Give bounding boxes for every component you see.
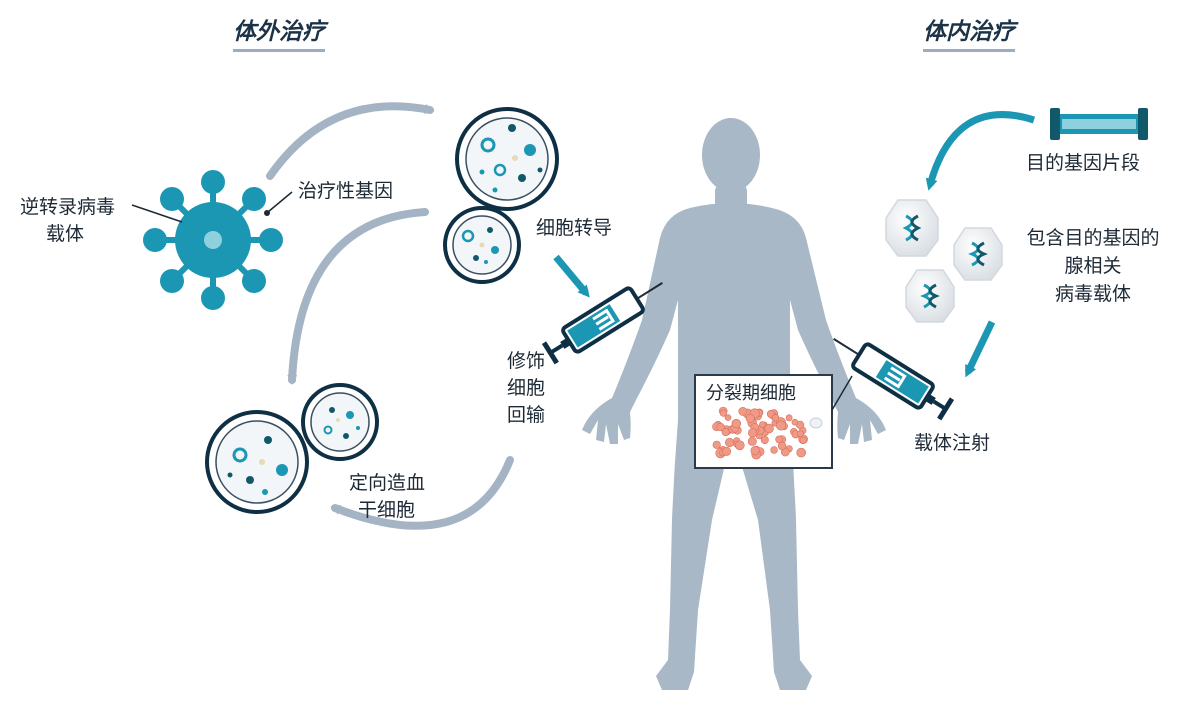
retrovirus-pointer xyxy=(131,204,183,223)
modified-cells-label-1: 修饰 xyxy=(507,350,546,372)
petri-dish-bottom-small xyxy=(301,383,379,461)
in-vivo-curved-arrow xyxy=(925,111,1036,191)
in-vivo-title: 体内治疗 xyxy=(923,12,1015,52)
dividing-cell xyxy=(797,430,804,438)
modified-cells-label-2: 细胞 xyxy=(507,377,546,399)
dividing-cell xyxy=(775,435,783,444)
aav-capsid-icons xyxy=(885,199,1003,323)
aav-label-3: 病毒载体 xyxy=(1054,283,1131,305)
dividing-cell xyxy=(731,418,741,429)
transduction-label: 细胞转导 xyxy=(536,217,613,239)
modified-cells-label-3: 回输 xyxy=(507,404,546,426)
injection-arrow xyxy=(964,320,996,378)
dividing-cell xyxy=(747,436,757,446)
syringe-right-icon xyxy=(833,338,955,421)
retroviral-vector-label-2: 载体 xyxy=(46,223,85,245)
dividing-cell xyxy=(791,418,799,426)
gene-fragment-icon xyxy=(1050,108,1148,140)
petri-dish-top-large xyxy=(455,107,559,211)
dividing-cells-cluster xyxy=(712,406,808,460)
dividing-cell xyxy=(734,440,745,451)
dividing-cell xyxy=(716,422,725,432)
dividing-cell xyxy=(721,427,730,436)
aav-label-2: 腺相关 xyxy=(1064,255,1122,277)
dividing-cell xyxy=(750,446,760,456)
therapeutic-gene-label: 治疗性基因 xyxy=(298,180,394,202)
vector-injection-label: 载体注射 xyxy=(914,432,991,454)
dividing-cell xyxy=(785,414,793,422)
dividing-cell xyxy=(745,413,755,423)
dividing-cell xyxy=(712,440,721,449)
dividing-cell xyxy=(777,441,787,451)
aav-label-1: 包含目的基因的 xyxy=(1026,227,1160,249)
dividing-cell xyxy=(764,423,774,434)
dividing-cell xyxy=(770,446,778,454)
petri-dish-bottom-large xyxy=(205,410,309,514)
dividing-cell xyxy=(722,446,732,456)
therapeutic-gene-pointer xyxy=(267,191,293,213)
transduction-arrow xyxy=(553,254,590,298)
dividing-cell xyxy=(799,436,807,444)
dividing-cell xyxy=(759,421,766,428)
dividing-cell xyxy=(719,409,727,417)
dividing-cell xyxy=(724,414,732,421)
dividing-cell xyxy=(771,414,780,422)
dividing-cells-label: 分裂期细胞 xyxy=(706,383,796,404)
dividing-cell xyxy=(760,435,769,444)
hsc-label-2: 干细胞 xyxy=(358,499,416,521)
dividing-cell xyxy=(738,406,748,416)
retroviral-vector-label-1: 逆转录病毒 xyxy=(20,196,116,218)
petri-dish-top-small xyxy=(443,206,521,284)
target-gene-fragment-label: 目的基因片段 xyxy=(1026,152,1141,174)
dividing-cell xyxy=(775,420,786,431)
dividing-cell xyxy=(796,447,807,458)
ex-vivo-cycle-arrows xyxy=(266,102,514,530)
dividing-cell xyxy=(724,437,735,448)
syringe-left-icon xyxy=(541,282,663,365)
hsc-label-1: 定向造血 xyxy=(349,472,426,494)
dividing-cells-box xyxy=(694,374,853,469)
retrovirus-icon xyxy=(143,170,283,310)
dividing-cell xyxy=(747,428,758,438)
ex-vivo-title: 体外治疗 xyxy=(233,12,325,52)
